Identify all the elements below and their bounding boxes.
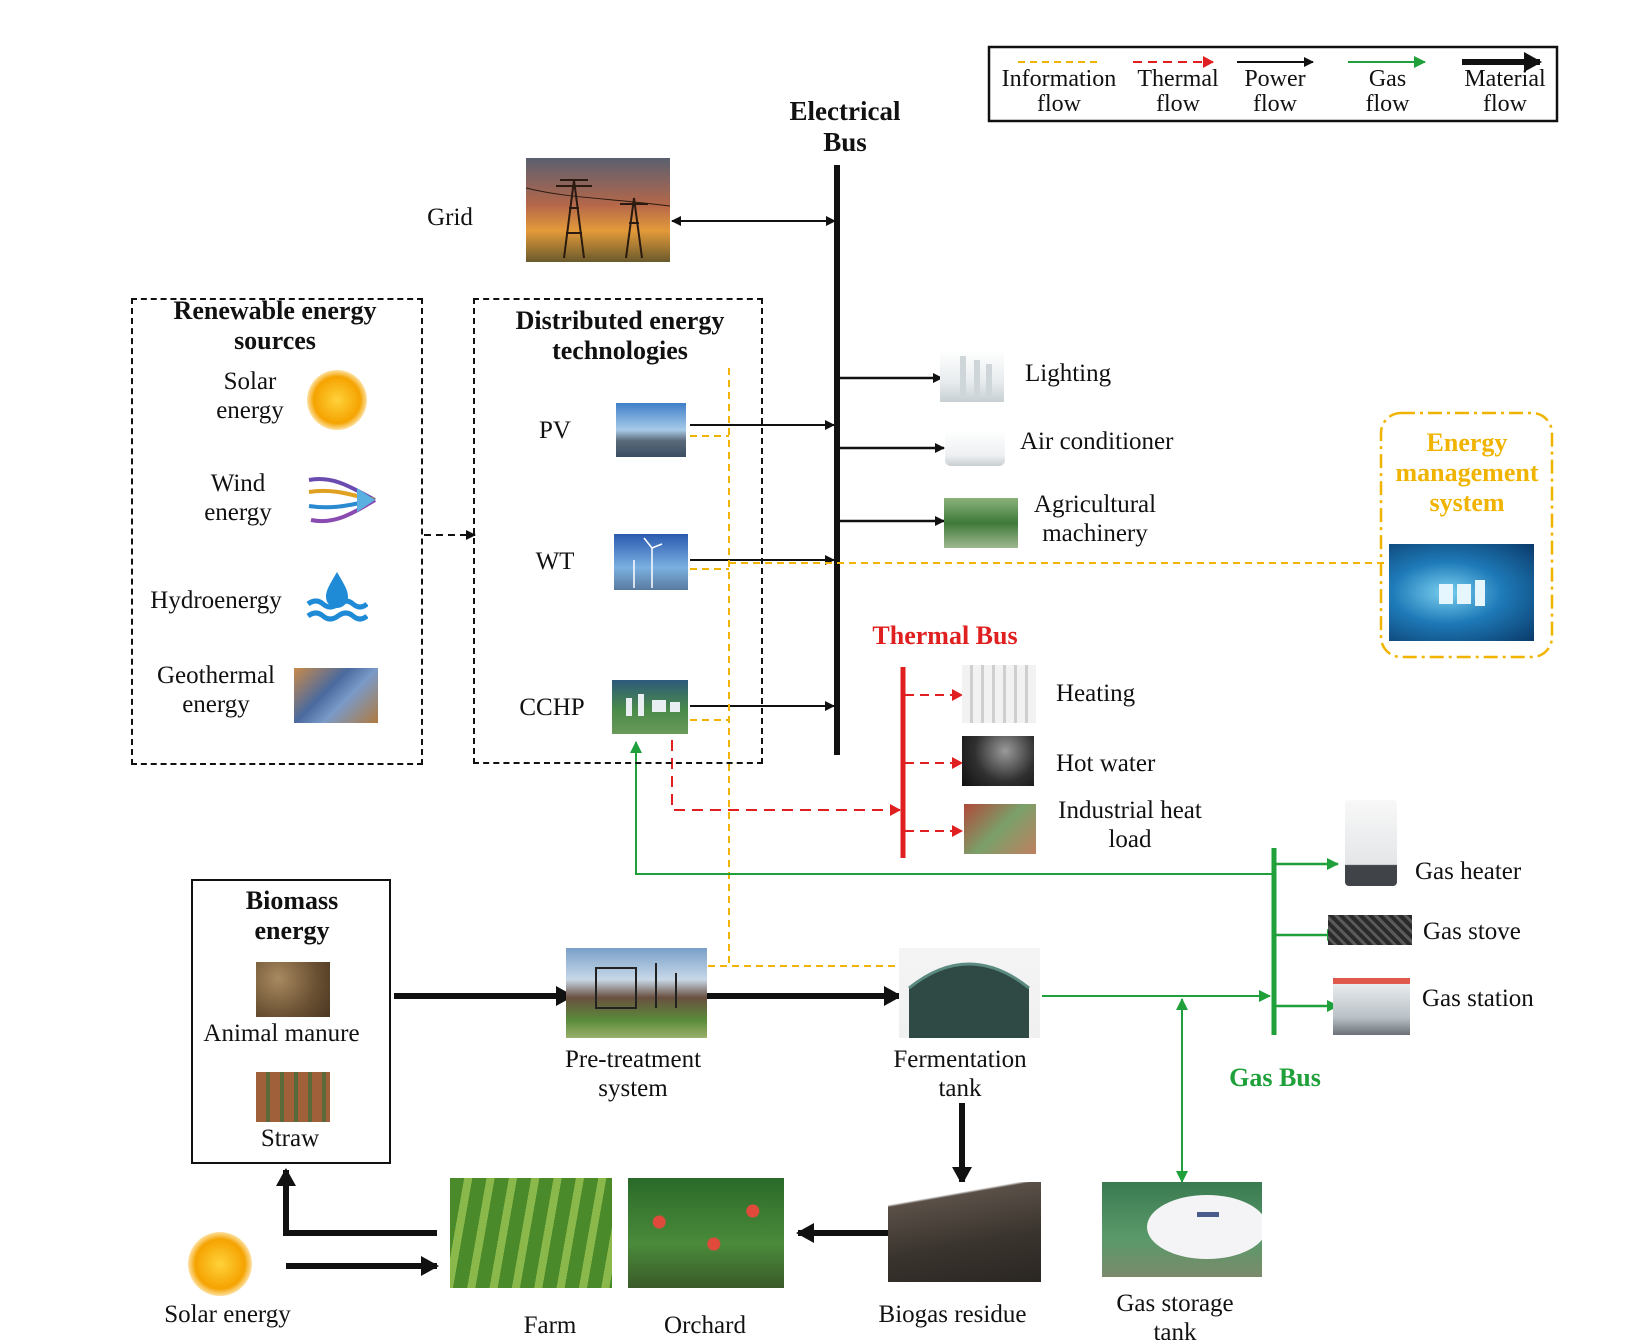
industrial-image [964, 804, 1036, 854]
water-icon [306, 570, 368, 628]
radiator-image [962, 665, 1036, 723]
hot-water-label: Hot water [1056, 750, 1156, 777]
farm-label: Farm [523, 1312, 577, 1339]
gas-heater-label: Gas heater [1415, 858, 1522, 885]
gas-station-image [1333, 978, 1410, 1035]
electrical-bus-label: Electrical Bus [789, 96, 901, 158]
grid-label: Grid [427, 204, 473, 231]
biomass-energy-title: Biomass energy [245, 886, 339, 945]
solar-energy-label: Solar energy [216, 368, 284, 424]
machinery-image [944, 498, 1018, 548]
biomass-energy-box [191, 879, 391, 1164]
pretreatment-image [566, 948, 707, 1038]
ems-image [1389, 544, 1534, 641]
distributed-energy-box [473, 298, 763, 764]
sun-icon [307, 370, 367, 430]
legend-thermal-flow: Thermal flow [1137, 66, 1219, 118]
biogas-residue-label: Biogas residue [878, 1301, 1027, 1328]
gas-bus-label: Gas Bus [1229, 1063, 1321, 1092]
air-conditioner-image [945, 430, 1005, 466]
fermentation-tank-image [899, 948, 1040, 1038]
renewable-energy-title: Renewable energy sources [173, 296, 377, 355]
wind-energy-label: Wind energy [204, 470, 272, 526]
shower-image [962, 736, 1034, 786]
lighting-label: Lighting [1025, 360, 1112, 387]
industrial-heat-load-label: Industrial heat load [1058, 797, 1202, 853]
legend-power-flow: Power flow [1244, 66, 1306, 118]
gas-stove-image [1328, 915, 1412, 945]
power-tower-image [526, 158, 670, 262]
manure-image [256, 962, 330, 1017]
straw-label: Straw [260, 1125, 320, 1152]
legend-material-flow: Material flow [1464, 66, 1546, 118]
ems-title: Energy management system [1395, 428, 1539, 517]
gas-storage-tank-image [1102, 1182, 1262, 1277]
gas-heater-image [1345, 800, 1397, 886]
lighting-image [940, 350, 1004, 402]
renewable-energy-box [131, 298, 423, 765]
gas-stove-label: Gas stove [1423, 918, 1521, 945]
solar-energy-bottom-label: Solar energy [164, 1301, 291, 1328]
thermal-bus-label: Thermal Bus [872, 621, 1018, 650]
heating-label: Heating [1056, 680, 1136, 707]
air-conditioner-label: Air conditioner [1020, 428, 1174, 455]
orchard-label: Orchard [664, 1312, 746, 1339]
cchp-plant-image [612, 680, 688, 734]
pv-image [616, 403, 686, 457]
geothermal-energy-label: Geothermal energy [156, 662, 275, 718]
animal-manure-label: Animal manure [203, 1020, 360, 1047]
sun-icon [188, 1232, 252, 1296]
geothermal-image [294, 668, 378, 723]
gas-storage-tank-label: Gas storage tank [1116, 1290, 1234, 1340]
agricultural-machinery-label: Agricultural machinery [1033, 491, 1157, 547]
gas-station-label: Gas station [1422, 985, 1534, 1012]
pretreatment-label: Pre-treatment system [564, 1046, 702, 1102]
legend-information-flow: Information flow [1001, 66, 1117, 118]
legend-gas-flow: Gas flow [1365, 66, 1410, 118]
wind-turbine-image [614, 534, 688, 590]
wt-label: WT [535, 548, 575, 575]
fermentation-tank-label: Fermentation tank [893, 1046, 1027, 1102]
straw-image [256, 1072, 330, 1122]
orchard-image [628, 1178, 784, 1288]
biogas-residue-image [888, 1182, 1041, 1282]
distributed-energy-title: Distributed energy technologies [515, 306, 725, 365]
wind-icon [305, 470, 377, 530]
pv-label: PV [539, 417, 571, 444]
farm-image [450, 1178, 612, 1288]
hydroenergy-label: Hydroenergy [150, 587, 282, 614]
cchp-label: CCHP [519, 694, 585, 721]
